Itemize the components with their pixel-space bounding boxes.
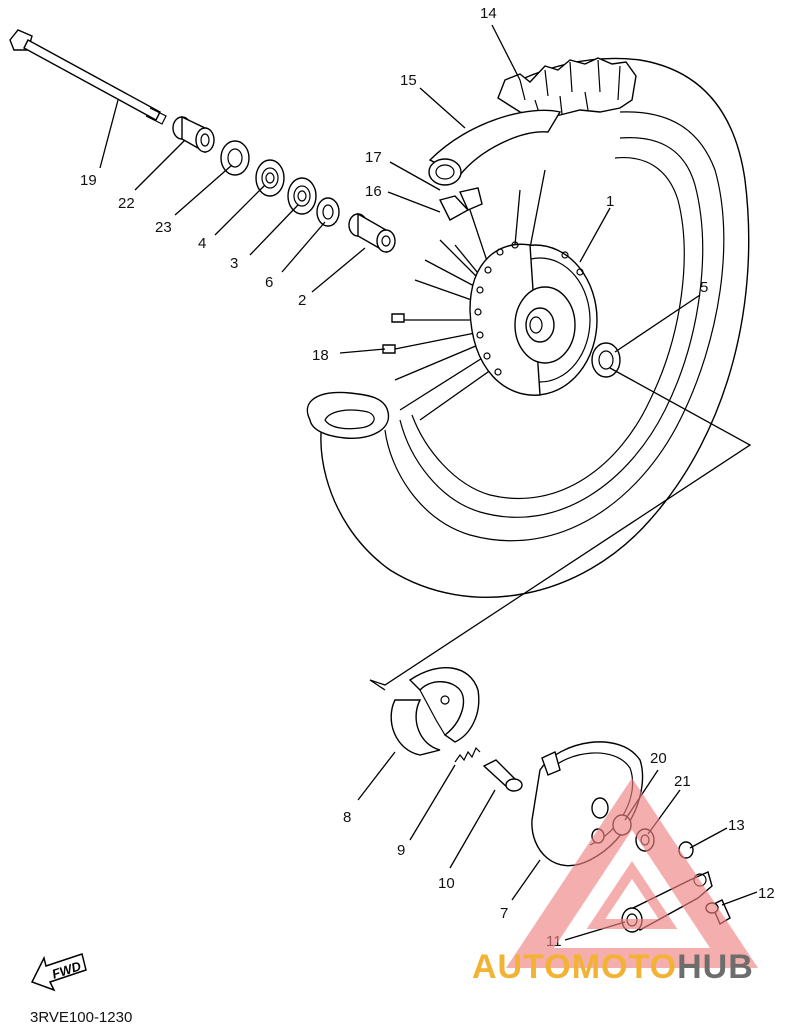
label-10: 10 [438, 875, 455, 892]
label-14: 14 [480, 5, 497, 22]
fwd-label: FWD [50, 958, 83, 982]
label-21: 21 [674, 773, 691, 790]
brake-shoes [390, 666, 480, 756]
label-19: 19 [80, 172, 97, 189]
bearing-3 [287, 177, 317, 215]
oil-seal-6 [316, 197, 340, 227]
label-6: 6 [265, 274, 273, 291]
label-8: 8 [343, 809, 351, 826]
watermark-triangle [506, 778, 758, 968]
inner-tube [428, 109, 562, 186]
label-2: 2 [298, 292, 306, 309]
spacer [348, 212, 396, 254]
fwd-arrow-icon: FWD [30, 953, 87, 992]
label-23: 23 [155, 219, 172, 236]
label-7: 7 [500, 905, 508, 922]
label-4: 4 [198, 235, 206, 252]
watermark-auto: AUTO [472, 948, 572, 986]
oil-seal [591, 342, 621, 378]
drawing-code: 3RVE100-1230 [30, 1009, 132, 1026]
leader-lines [99, 24, 758, 941]
label-12: 12 [758, 885, 775, 902]
spring [454, 746, 481, 763]
label-17: 17 [365, 149, 382, 166]
label-5: 5 [700, 279, 708, 296]
hub [382, 169, 598, 421]
label-13: 13 [728, 817, 745, 834]
watermark-hub: HUB [677, 948, 754, 986]
explode-lines [369, 367, 752, 691]
label-20: 20 [650, 750, 667, 767]
axle [9, 29, 167, 125]
label-3: 3 [230, 255, 238, 272]
label-18: 18 [312, 347, 329, 364]
watermark-text: AUTOMOTOHUB [472, 948, 754, 986]
label-22: 22 [118, 195, 135, 212]
label-9: 9 [397, 842, 405, 859]
watermark [506, 778, 758, 968]
label-15: 15 [400, 72, 417, 89]
watermark-moto: MOTO [572, 948, 677, 986]
cam-shaft [482, 759, 523, 792]
dust-cover [220, 140, 250, 176]
collar [172, 115, 215, 154]
valve [438, 187, 483, 221]
label-16: 16 [365, 183, 382, 200]
label-1: 1 [606, 193, 614, 210]
